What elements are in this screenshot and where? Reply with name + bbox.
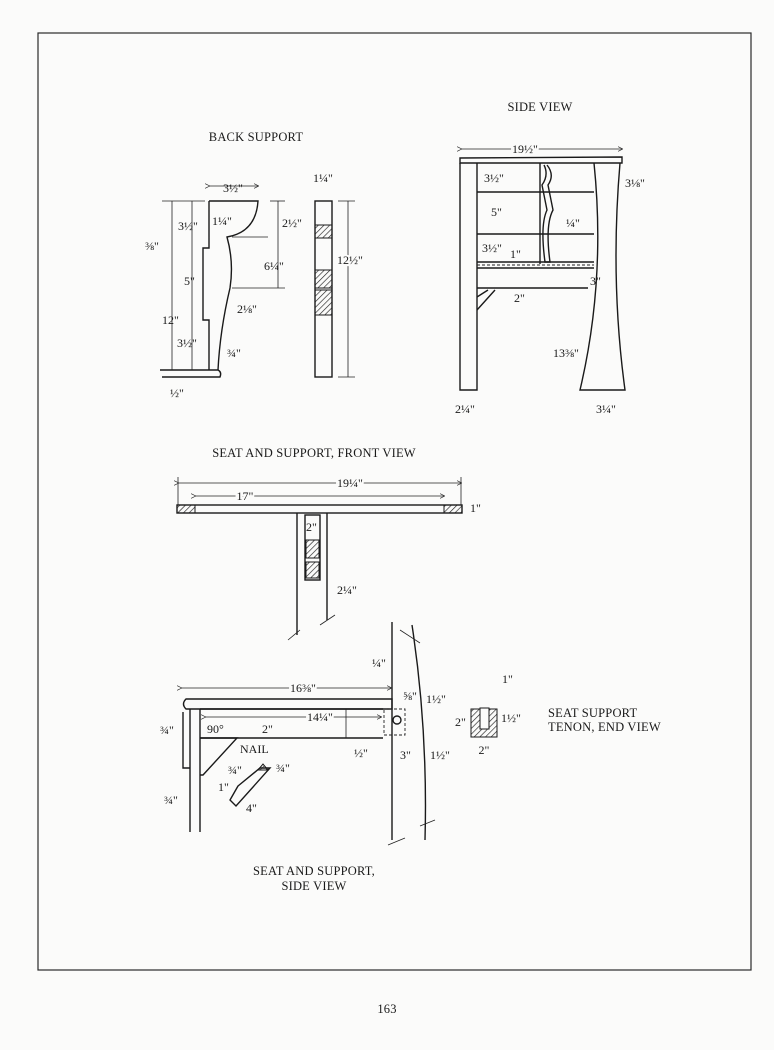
dim-tenon-end-width: 2" bbox=[479, 743, 490, 757]
seat-front-view-diagram: SEAT AND SUPPORT, FRONT VIEW 19¼" 17" 1"… bbox=[177, 446, 481, 641]
dim-left-top: ¾" bbox=[160, 723, 174, 737]
seat-side-view-diagram: ¼" 16⅜" ⅝" 1½" ¾" 90° 2" 14¼" NAIL ½" 3"… bbox=[160, 622, 450, 893]
dim-leg-offset: ¼" bbox=[372, 656, 386, 670]
dim-left-bottom: ¾" bbox=[164, 793, 178, 807]
dim-bottom-rail: 3½" bbox=[482, 241, 502, 255]
seat-front-title: SEAT AND SUPPORT, FRONT VIEW bbox=[212, 446, 416, 460]
back-support-base bbox=[160, 369, 222, 378]
back-support-title: BACK SUPPORT bbox=[209, 130, 304, 144]
page-frame bbox=[37, 32, 752, 971]
dim-brace-width: 1" bbox=[218, 780, 229, 794]
dim-curve-radius: 1¼" bbox=[212, 214, 232, 228]
dim-seat-inner-width: 17" bbox=[237, 489, 254, 503]
dim-lower-height: 3½" bbox=[177, 336, 197, 350]
dim-upper-height: 3½" bbox=[178, 219, 198, 233]
side-view-title: SIDE VIEW bbox=[507, 100, 572, 114]
dim-seat-gap: 1" bbox=[510, 247, 521, 261]
dim-seat-thickness: 1" bbox=[470, 501, 481, 515]
tenon-end-view-diagram: 1" 2" 1½" 2" SEAT SUPPORT TENON, END VIE… bbox=[455, 672, 661, 757]
dim-rail-length: 14¼" bbox=[307, 710, 333, 724]
dim-tenon-inner-height: 1½" bbox=[501, 711, 521, 725]
dim-tenon-top: 1½" bbox=[426, 692, 446, 706]
dim-leg-top: 3⅛" bbox=[625, 176, 645, 190]
dim-seat-rail: 2" bbox=[514, 291, 525, 305]
dim-tenon-slot: 1" bbox=[502, 672, 513, 686]
dim-top-rail: 3½" bbox=[484, 171, 504, 185]
dim-tenon-height: 2" bbox=[455, 715, 466, 729]
nail-label: NAIL bbox=[240, 742, 269, 756]
dim-tenon-width: 2" bbox=[306, 520, 317, 534]
dim-leg-height: 13⅜" bbox=[553, 346, 579, 360]
dim-curve-to-waist: 6¼" bbox=[264, 259, 284, 273]
dim-support-width: 2¼" bbox=[337, 583, 357, 597]
side-view-diagram: SIDE VIEW 19½" 3⅛" 3½" 5" ¼" 3½" 1" 3" 2… bbox=[455, 100, 645, 416]
dim-brace-left: ¾" bbox=[228, 763, 242, 777]
dim-rail-height: 2" bbox=[262, 722, 273, 736]
seat-side-title-line2: SIDE VIEW bbox=[281, 879, 346, 893]
dim-notch: ⅜" bbox=[145, 239, 159, 253]
dim-tenon-bottom: 1½" bbox=[430, 748, 450, 762]
dim-gap: 5" bbox=[491, 205, 502, 219]
dim-bottom-thickness: ½" bbox=[170, 386, 184, 400]
dim-slat-offset: ¼" bbox=[566, 216, 580, 230]
dim-rail-corner: ½" bbox=[354, 746, 368, 760]
dim-tenon-length: 3" bbox=[400, 748, 411, 762]
dim-front-leg: 2¼" bbox=[455, 402, 475, 416]
tenon-title-line1: SEAT SUPPORT bbox=[548, 706, 637, 720]
dim-top-width: 3½" bbox=[223, 181, 243, 195]
dim-seat-length: 16⅜" bbox=[290, 681, 316, 695]
dim-seat-width: 19¼" bbox=[337, 476, 363, 490]
dim-waist: 2⅛" bbox=[237, 302, 257, 316]
dim-rail-joint: 3" bbox=[590, 274, 601, 288]
page-number: 163 bbox=[377, 1002, 396, 1016]
dim-edge-length: 12½" bbox=[337, 253, 363, 267]
dim-middle-height: 5" bbox=[184, 274, 195, 288]
dim-angle: 90° bbox=[207, 722, 224, 736]
dim-curve-depth: 2½" bbox=[282, 216, 302, 230]
dim-bottom-round: ¾" bbox=[227, 346, 241, 360]
dim-seat-edge: ⅝" bbox=[403, 689, 417, 703]
dim-overall-height: 12" bbox=[162, 313, 179, 327]
dim-brace-length: 4" bbox=[246, 801, 257, 815]
seat-side-title-line1: SEAT AND SUPPORT, bbox=[253, 864, 375, 878]
tenon-title-line2: TENON, END VIEW bbox=[548, 720, 661, 734]
dim-back-leg: 3¼" bbox=[596, 402, 616, 416]
back-support-profile bbox=[202, 200, 259, 371]
back-support-diagram: BACK SUPPORT 3½" 3½" 1¼" 2½" ⅜" 6¼" 5" 2… bbox=[145, 130, 365, 400]
dim-brace-right: ¾" bbox=[276, 761, 290, 775]
dim-edge-thickness: 1¼" bbox=[313, 171, 333, 185]
dim-overall-width: 19½" bbox=[512, 142, 538, 156]
